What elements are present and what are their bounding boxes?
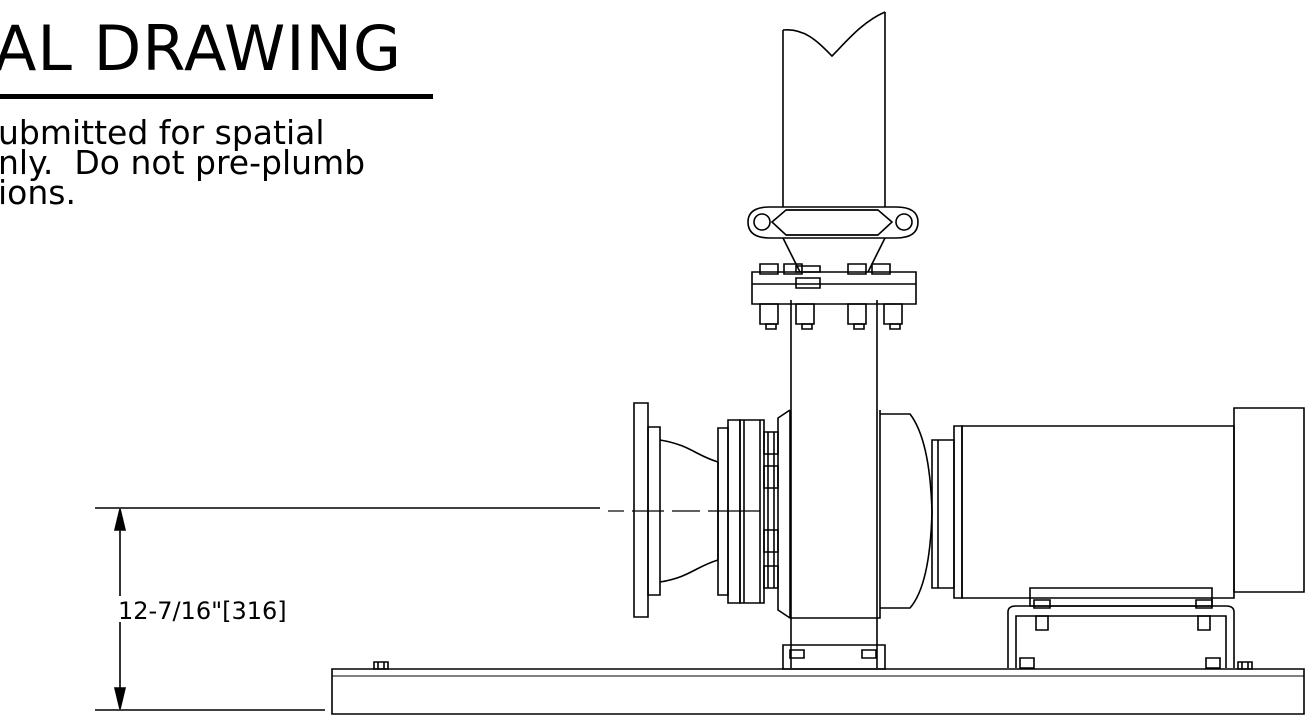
suction-flange	[634, 403, 718, 617]
motor-adapter	[880, 414, 954, 608]
height-dimension-label: 12-7/16"[316]	[118, 597, 287, 625]
suction-coupling	[718, 420, 778, 603]
height-dimension	[95, 508, 600, 710]
note-line-3: ions.	[0, 173, 76, 212]
note-line-2: nly. Do not pre-plumb	[0, 143, 366, 182]
base-bolts	[374, 662, 1252, 669]
title-underline	[0, 94, 433, 99]
motor	[954, 408, 1304, 598]
upper-pipe-break	[783, 12, 885, 207]
discharge-pipe	[783, 300, 885, 669]
pipe-clamp	[748, 207, 918, 272]
pump-casing	[778, 410, 880, 618]
discharge-flange	[752, 264, 916, 329]
drawing-title: AL DRAWING	[0, 12, 403, 85]
motor-mount	[1008, 588, 1234, 668]
drawing-note: ubmitted for spatial nly. Do not pre-plu…	[0, 116, 366, 209]
note-line-1: ubmitted for spatial	[0, 113, 325, 152]
